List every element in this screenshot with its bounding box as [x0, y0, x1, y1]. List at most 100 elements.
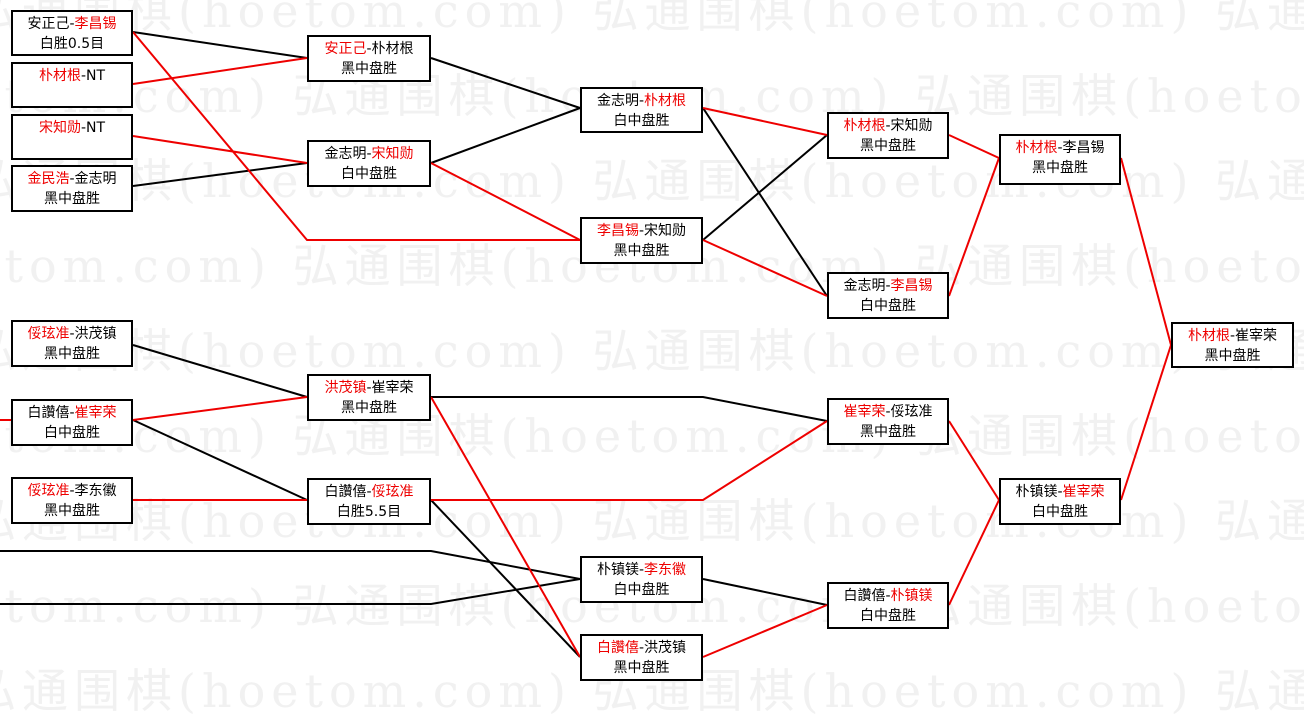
player-name: 朴镇镁 — [596, 562, 639, 578]
match-box: 白讚僖-朴镇镁白中盘胜 — [827, 582, 949, 629]
match-players: 朴材根-李昌锡 — [1001, 138, 1119, 158]
match-box: 朴材根-NT — [11, 62, 133, 108]
match-box: 洪茂镇-崔宰荣黑中盘胜 — [307, 374, 431, 421]
match-box: 朴镇镁-李东徽白中盘胜 — [580, 556, 703, 603]
player-name: 宋知勋 — [890, 118, 933, 134]
line — [430, 499, 581, 658]
line — [132, 396, 308, 421]
line — [132, 344, 308, 398]
player-name: 金民浩 — [27, 171, 70, 187]
match-box: 朴材根-崔宰荣黑中盘胜 — [1171, 322, 1294, 368]
player-name: 李昌锡 — [74, 16, 117, 32]
player-name: 洪茂镇 — [644, 640, 687, 656]
match-box: 俀玹准-李东徽黑中盘胜 — [11, 477, 133, 524]
line — [1120, 157, 1172, 346]
separator: - — [80, 68, 87, 84]
line — [702, 107, 828, 297]
line — [702, 107, 828, 136]
match-result: 白中盘胜 — [860, 298, 916, 314]
separator: - — [1229, 328, 1236, 344]
separator: - — [69, 405, 75, 421]
separator: - — [69, 483, 75, 499]
match-box: 宋知勋-NT — [11, 114, 133, 160]
match-players: 崔宰荣-俀玹准 — [829, 402, 947, 422]
line — [430, 396, 581, 658]
bracket-lines — [0, 31, 1172, 658]
player-name: 崔宰荣 — [1062, 484, 1105, 500]
line — [132, 31, 308, 59]
match-box: 白讚僖-洪茂镇黑中盘胜 — [580, 634, 703, 681]
separator: - — [885, 588, 891, 604]
line — [132, 135, 308, 164]
player-name: 俀玹准 — [27, 326, 70, 342]
player-name: 俀玹准 — [890, 404, 933, 420]
player-name: 金志明 — [324, 146, 367, 162]
line — [948, 499, 1000, 606]
watermark-text: 弘通围棋(hoetom.com) 弘通围棋(hoetom.com) 弘通围棋(h… — [0, 324, 1304, 378]
player-name: 俀玹准 — [371, 484, 414, 500]
line — [1120, 344, 1172, 501]
player-name: 金志明 — [843, 278, 886, 294]
player-name: 洪茂镇 — [324, 380, 367, 396]
match-players: 金志明-朴材根 — [582, 91, 701, 111]
separator: - — [69, 16, 75, 32]
match-players: 金民浩-金志明 — [13, 169, 131, 189]
player-name: 金志明 — [74, 171, 117, 187]
red-lines — [0, 31, 1172, 658]
match-players: 朴镇镁-李东徽 — [582, 560, 701, 580]
player-name: 朴材根 — [38, 68, 81, 84]
match-result: 白中盘胜 — [341, 166, 397, 182]
player-name: 李昌锡 — [1062, 140, 1105, 156]
player-name: 李昌锡 — [890, 278, 933, 294]
match-result: 白胜0.5目 — [39, 36, 105, 52]
match-players: 洪茂镇-崔宰荣 — [309, 378, 429, 398]
line — [430, 107, 581, 164]
match-result: 黑中盘胜 — [341, 400, 397, 416]
separator: - — [885, 278, 891, 294]
match-players: 安正己-朴材根 — [309, 39, 429, 59]
line — [702, 604, 828, 658]
player-name: 李东徽 — [74, 483, 117, 499]
match-result: 黑中盘胜 — [44, 191, 100, 207]
watermark-text: 弘通围棋(hoetom.com) 弘通围棋(hoetom.com) 弘通围棋(h… — [0, 409, 1304, 463]
line — [430, 162, 581, 241]
separator: - — [638, 223, 645, 239]
player-name: 朴材根 — [1015, 140, 1058, 156]
player-name: 崔宰荣 — [74, 405, 117, 421]
match-box: 朴材根-李昌锡黑中盘胜 — [999, 134, 1121, 185]
line — [948, 157, 1000, 297]
line — [431, 420, 828, 501]
match-box: 李昌锡-宋知勋黑中盘胜 — [580, 217, 703, 264]
match-result: 白中盘胜 — [860, 608, 916, 624]
player-name: 白讚僖 — [843, 588, 886, 604]
match-box: 白讚僖-俀玹准白胜5.5目 — [307, 478, 431, 525]
separator: - — [366, 484, 372, 500]
match-result: 白中盘胜 — [44, 425, 100, 441]
match-box: 安正己-李昌锡白胜0.5目 — [11, 10, 133, 56]
match-box: 俀玹准-洪茂镇黑中盘胜 — [11, 320, 133, 367]
player-name: NT — [86, 120, 106, 136]
line — [948, 134, 1000, 159]
match-players: 白讚僖-洪茂镇 — [582, 638, 701, 658]
player-name: 李昌锡 — [596, 223, 639, 239]
player-name: 朴材根 — [371, 41, 414, 57]
player-name: 李东徽 — [644, 562, 687, 578]
player-name: 俀玹准 — [27, 483, 70, 499]
player-name: 朴镇镁 — [890, 588, 933, 604]
match-result: 白中盘胜 — [1032, 504, 1088, 520]
watermark-text: 弘通围棋(hoetom.com) 弘通围棋(hoetom.com) 弘通围棋(h… — [0, 0, 1304, 38]
match-players: 白讚僖-朴镇镁 — [829, 586, 947, 606]
player-name: 安正己 — [324, 41, 367, 57]
match-players: 朴材根-崔宰荣 — [1173, 326, 1292, 346]
line — [948, 420, 1000, 501]
line — [0, 578, 581, 605]
match-result: 黑中盘胜 — [341, 61, 397, 77]
match-box: 朴材根-宋知勋黑中盘胜 — [827, 112, 949, 159]
match-box: 朴镇镁-崔宰荣白中盘胜 — [999, 478, 1121, 525]
separator: - — [69, 326, 75, 342]
match-box: 金志明-朴材根白中盘胜 — [580, 87, 703, 133]
match-players: 朴材根-NT — [13, 66, 131, 86]
match-box: 金民浩-金志明黑中盘胜 — [11, 165, 133, 212]
separator: - — [69, 171, 75, 187]
match-result: 黑中盘胜 — [613, 660, 670, 676]
